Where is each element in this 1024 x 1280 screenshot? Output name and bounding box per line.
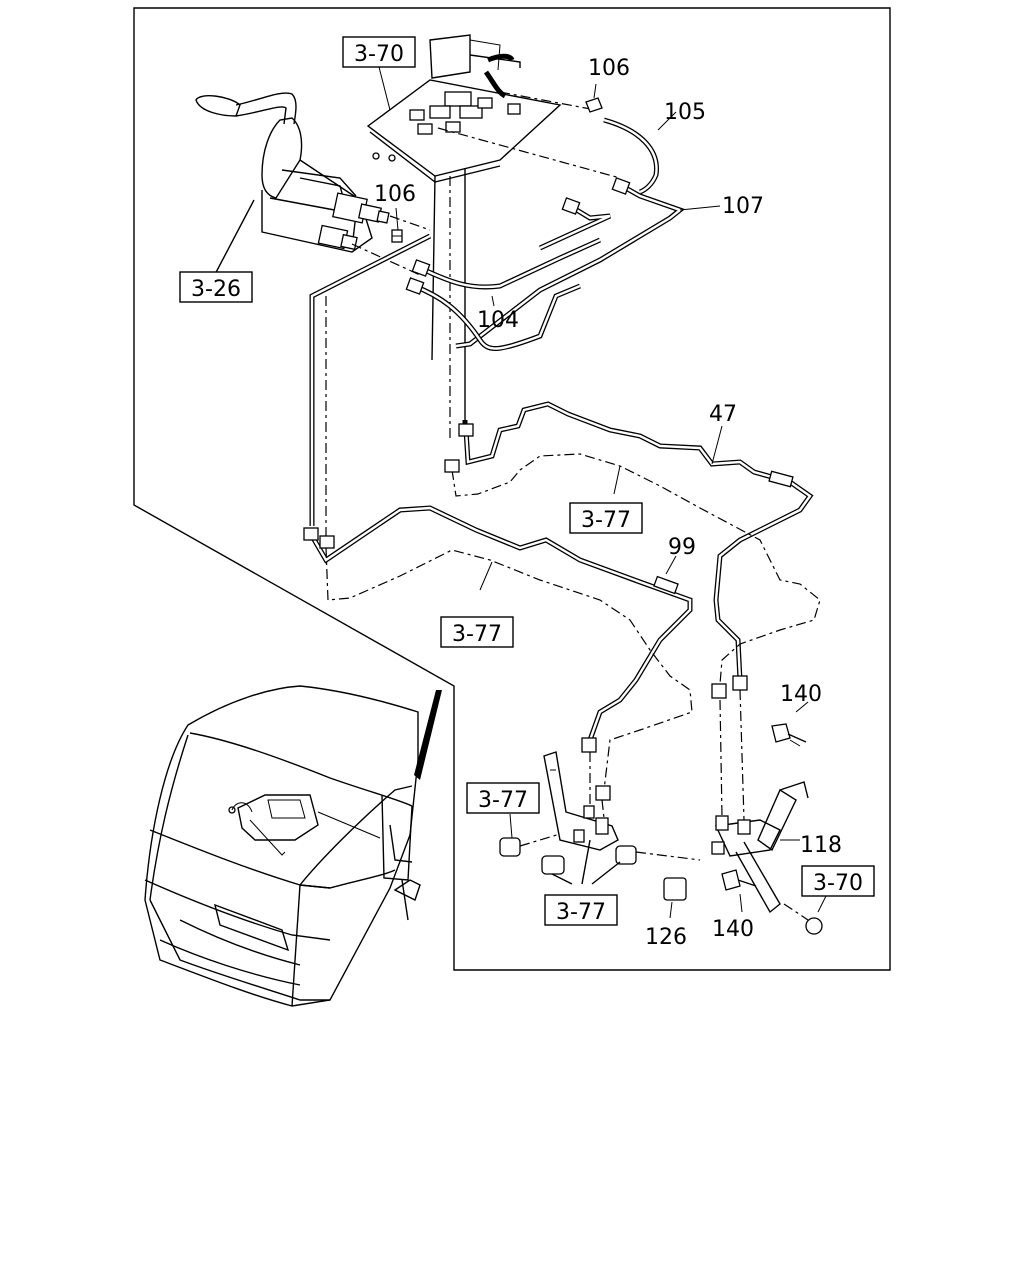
fittings-377 [499, 813, 701, 885]
callout-107[interactable]: 107 [722, 194, 764, 219]
nut-126-drawing [663, 877, 687, 919]
pipe-377-lower-route [325, 547, 693, 801]
ref-box-3-70-bottom[interactable]: 3-70 [801, 865, 875, 897]
ref-label-3-77-a: 3-77 [581, 508, 631, 533]
callout-99[interactable]: 99 [668, 535, 696, 560]
clamp-106-lower-drawing [391, 207, 403, 243]
bolt-140-upper-drawing [771, 701, 809, 747]
ref-label-3-77-b: 3-77 [452, 622, 502, 647]
valve-fittings [372, 91, 521, 162]
ref-label-3-77-d: 3-77 [556, 900, 606, 925]
detail-frame [133, 7, 891, 971]
ref-label-3-70-top: 3-70 [354, 42, 404, 67]
ref-box-3-77-d[interactable]: 3-77 [544, 894, 618, 926]
ref-box-3-26[interactable]: 3-26 [179, 271, 253, 303]
ref-box-3-77-a[interactable]: 3-77 [569, 502, 643, 534]
clamp-106-upper-drawing [585, 83, 603, 113]
callout-47[interactable]: 47 [709, 402, 737, 427]
pipe-104-drawing [405, 197, 612, 352]
valve-plate-assembly [366, 34, 621, 440]
bolt-140-lower-drawing [721, 869, 757, 913]
callout-118[interactable]: 118 [800, 833, 842, 858]
ref-box-3-77-c[interactable]: 3-77 [466, 782, 540, 814]
pipe-99-drawing [303, 505, 693, 753]
callout-105[interactable]: 105 [664, 100, 706, 125]
vertical-pipes-left [309, 233, 468, 536]
relay-valve-bracket [543, 689, 809, 914]
callout-140-lower[interactable]: 140 [712, 917, 754, 942]
callout-140-upper[interactable]: 140 [780, 682, 822, 707]
ref-label-3-70-bottom: 3-70 [813, 871, 863, 896]
callout-126[interactable]: 126 [645, 925, 687, 950]
hose-105-drawing [603, 111, 677, 195]
pipe-47-drawing [458, 401, 814, 691]
ref-label-3-77-c: 3-77 [478, 788, 528, 813]
ref-box-3-77-b[interactable]: 3-77 [440, 616, 514, 648]
callout-106-lower[interactable]: 106 [374, 182, 416, 207]
ref-box-3-70-top[interactable]: 3-70 [342, 36, 416, 111]
pipe-377-upper-route [444, 453, 821, 699]
ref-label-3-26: 3-26 [191, 277, 241, 302]
callout-104[interactable]: 104 [477, 308, 519, 333]
callout-106-upper[interactable]: 106 [588, 56, 630, 81]
pipe-107-drawing [455, 177, 721, 349]
cab-inset-illustration [144, 685, 442, 1007]
nut-370-drawing [783, 895, 827, 935]
